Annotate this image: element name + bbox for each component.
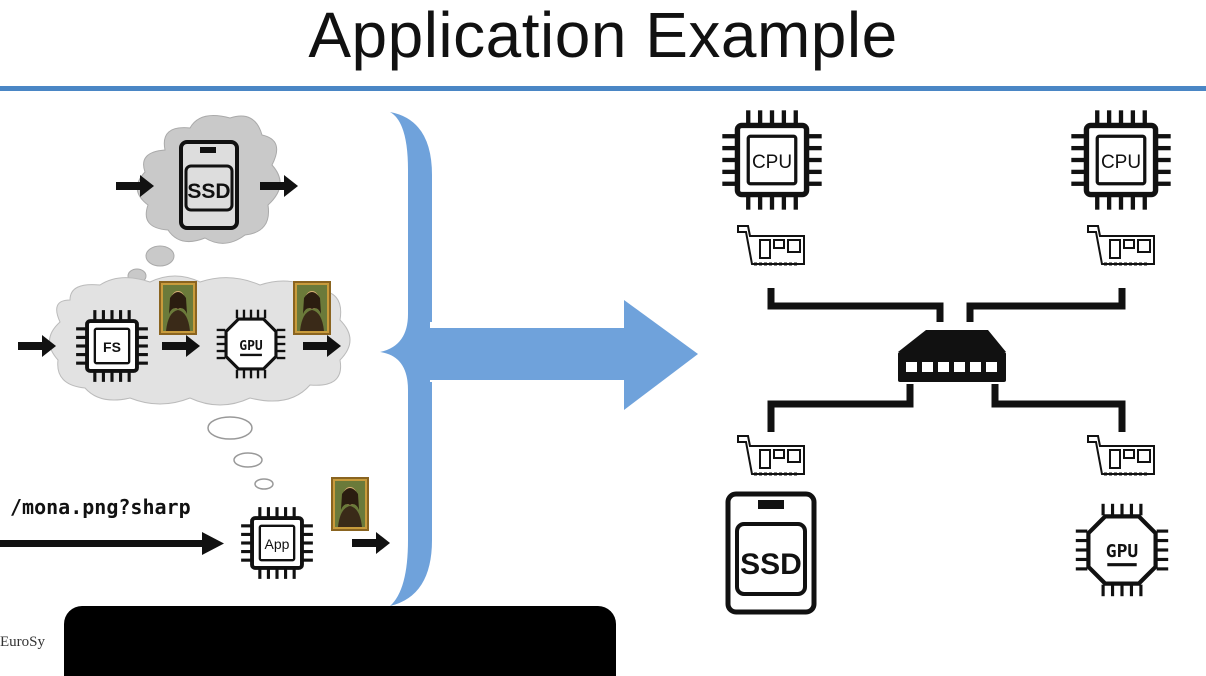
network-switch-icon <box>898 330 1006 382</box>
fs-label: FS <box>103 339 121 355</box>
image-thumbnail-icon <box>159 281 197 335</box>
title-divider <box>0 86 1206 91</box>
blue-brace-arrow <box>380 112 698 606</box>
image-thumbnail-icon <box>293 281 331 335</box>
ssd-icon: SSD <box>725 491 817 615</box>
footer-text: EuroSy <box>0 634 45 650</box>
app-label: App <box>265 536 290 552</box>
slide-title: Application Example <box>308 0 898 71</box>
request-url: /mona.png?sharp <box>10 495 191 519</box>
ssd-label: SSD <box>740 548 802 581</box>
gpu-label: GPU <box>1106 541 1139 562</box>
image-thumbnail-icon <box>331 477 369 531</box>
request-arrow <box>0 532 224 555</box>
ssd-label: SSD <box>187 180 230 203</box>
arrow-icon <box>352 532 390 554</box>
nic-card-icon <box>1086 224 1156 266</box>
ssd-icon: SSD <box>179 140 239 230</box>
thought-bubble-lower <box>207 416 274 490</box>
cpu-label: CPU <box>1101 152 1141 173</box>
network-cables <box>767 288 1126 432</box>
nic-card-icon <box>736 224 806 266</box>
nic-card-icon <box>1086 434 1156 476</box>
cpu-label: CPU <box>752 152 792 173</box>
gpu-label: GPU <box>239 339 263 354</box>
redaction-box <box>64 606 616 676</box>
nic-card-icon <box>736 434 806 476</box>
